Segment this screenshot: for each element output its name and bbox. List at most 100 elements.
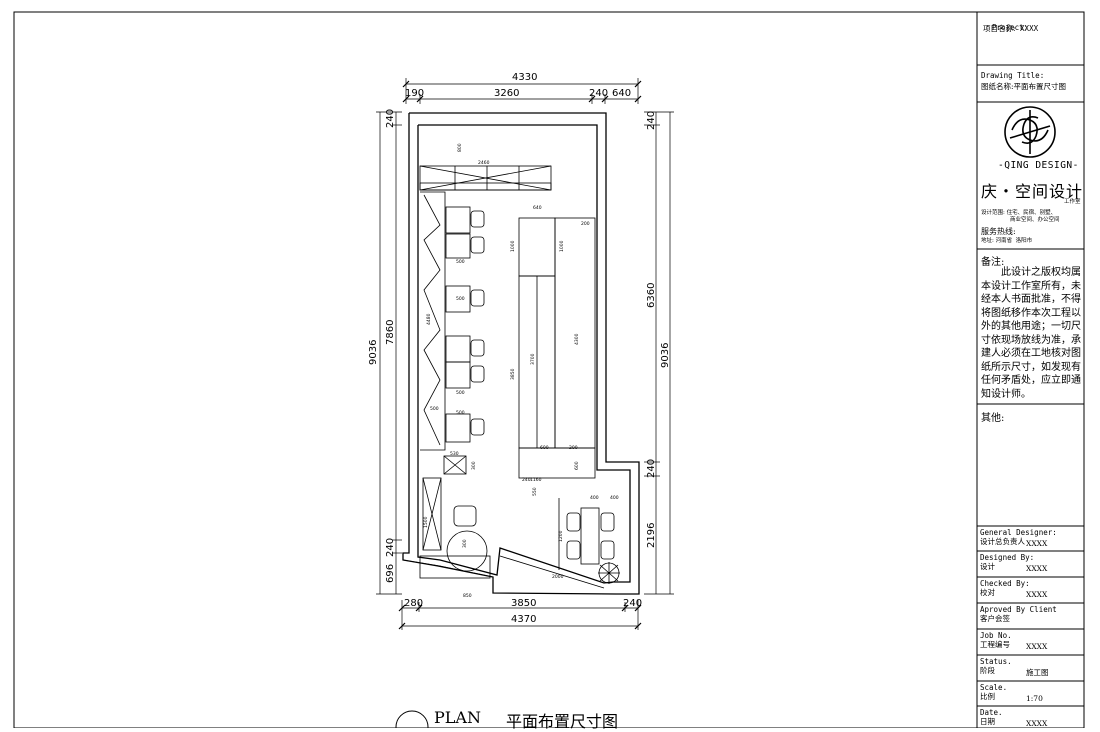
titleblock-row-value: XXXX xyxy=(1026,590,1048,599)
dim-right-c: 240 xyxy=(646,459,657,478)
titleblock-row-cn: 工程编号 xyxy=(980,640,1010,649)
diagonal-bench xyxy=(402,555,605,589)
plan-title: 平面布置尺寸图 xyxy=(506,712,619,731)
titleblock-row-label: Status. xyxy=(980,657,1012,666)
brand-logo xyxy=(1004,106,1056,158)
svg-text:1000: 1000 xyxy=(559,240,565,252)
dim-bottom-b: 3850 xyxy=(511,598,536,609)
plan-marker-circle xyxy=(395,710,429,728)
titleblock-row-cn: 设计总负责人 xyxy=(980,537,1025,546)
titleblock-row-label: General Designer: xyxy=(980,528,1057,537)
titleblock-row-cn: 阶段 xyxy=(980,666,995,675)
left-workstations xyxy=(420,191,471,451)
titleblock-row-cn: 比例 xyxy=(980,692,995,701)
dining-table xyxy=(558,498,615,570)
hotline: 服务热线: xyxy=(981,227,1016,236)
svg-text:1500: 1500 xyxy=(423,516,429,528)
titleblock-row-label: Designed By: xyxy=(980,553,1035,562)
dim-right-overall: 9036 xyxy=(660,343,671,368)
dim-top-b: 3260 xyxy=(494,88,519,99)
dim-right-b: 6360 xyxy=(646,283,657,308)
plan-label: PLAN xyxy=(434,708,481,727)
svg-text:640: 640 xyxy=(533,205,542,211)
svg-text:300: 300 xyxy=(471,461,477,470)
dimension-text-vertical: 9036 240 7860 240 696 240 6360 240 2196 … xyxy=(368,109,671,583)
plant-icon xyxy=(598,562,620,584)
dim-right-a: 240 xyxy=(646,111,657,130)
dim-right-d: 2196 xyxy=(646,523,657,548)
dim-left-overall: 9036 xyxy=(368,340,379,365)
dimension-lines xyxy=(376,78,674,630)
titleblock-row-value: XXXX xyxy=(1026,539,1048,548)
titleblock-grid xyxy=(977,64,1084,707)
svg-text:400: 400 xyxy=(590,495,599,501)
svg-text:4480: 4480 xyxy=(426,313,432,325)
svg-text:600: 600 xyxy=(574,461,580,470)
svg-text:300: 300 xyxy=(462,539,468,548)
titleblock-row-cn: 客户会签 xyxy=(980,614,1010,623)
svg-text:500: 500 xyxy=(456,259,465,265)
design-scope: 设计范围: 住宅、民宿、别墅、 xyxy=(981,210,1057,216)
svg-text:600: 600 xyxy=(540,445,549,451)
svg-text:4300: 4300 xyxy=(574,333,580,345)
building-walls xyxy=(402,112,640,595)
sheet-border xyxy=(13,11,1085,728)
svg-text:3850: 3850 xyxy=(510,368,516,380)
svg-text:3700: 3700 xyxy=(530,353,536,365)
other-title: 其他: xyxy=(981,413,1005,424)
notes-body: 此设计之版权均属本设计工作室所有，未经本人书面批准，不得将图纸移作本次工程以外的… xyxy=(981,267,1081,400)
titleblock-row-label: Scale. xyxy=(980,683,1008,692)
project-value: 项目名称: XXXX xyxy=(983,24,1039,33)
brand-name-en: -QING DESIGN- xyxy=(998,160,1079,171)
dim-bottom-c: 240 xyxy=(623,598,642,609)
dim-bottom-overall: 4370 xyxy=(511,614,536,625)
svg-text:200: 200 xyxy=(569,445,578,451)
titleblock-row-value: 施工图 xyxy=(1026,668,1049,677)
svg-text:800: 800 xyxy=(457,143,463,152)
titleblock-row-label: Checked By: xyxy=(980,579,1030,588)
titleblock-row-value: 1:70 xyxy=(1026,694,1043,703)
svg-text:500: 500 xyxy=(430,406,439,412)
svg-text:400: 400 xyxy=(610,495,619,501)
svg-text:200: 200 xyxy=(581,221,590,227)
titleblock-row-cn: 校对 xyxy=(980,588,995,597)
titleblock-row-value: XXXX xyxy=(1026,642,1048,651)
titleblock-row-value: XXXX xyxy=(1026,564,1048,573)
svg-text:1160: 1160 xyxy=(530,477,542,483)
drawing-title-label: Drawing Title: xyxy=(981,71,1045,80)
titleblock-row-label: Date. xyxy=(980,708,1003,717)
svg-text:2000: 2000 xyxy=(552,574,564,580)
dimension-text: 4330 190 3260 240 640 280 3850 240 4370 xyxy=(404,72,642,625)
svg-text:530: 530 xyxy=(450,451,459,457)
titleblock-row-cn: 日期 xyxy=(980,717,995,726)
top-cabinet xyxy=(419,165,552,191)
titleblock-row-cn: 设计 xyxy=(980,562,995,571)
dim-bottom-a: 280 xyxy=(404,598,423,609)
dim-left-a: 240 xyxy=(385,109,396,128)
svg-text:500: 500 xyxy=(456,296,465,302)
brand-name-cn: 庆・空间设计 xyxy=(981,182,1084,201)
notes-title: 备注: xyxy=(981,257,1005,268)
bottom-left-fixtures xyxy=(419,455,491,579)
central-island xyxy=(518,217,596,479)
titleblock-row-label: Job No. xyxy=(980,631,1012,640)
project-label: Project: xyxy=(992,23,1029,32)
drawing-title-value: 图纸名称:平面布置尺寸图 xyxy=(981,82,1067,91)
dimension-ticks xyxy=(398,80,642,630)
svg-text:2460: 2460 xyxy=(478,160,490,166)
dim-top-a: 190 xyxy=(405,88,424,99)
titleblock-row-label: Aproved By Client xyxy=(980,605,1057,614)
titleblock-row-value: XXXX xyxy=(1026,719,1048,728)
svg-text:500: 500 xyxy=(456,390,465,396)
dim-left-d: 696 xyxy=(385,564,396,583)
dim-top-d: 640 xyxy=(612,88,631,99)
svg-text:500: 500 xyxy=(456,410,465,416)
dim-top-overall: 4330 xyxy=(512,72,537,83)
svg-text:850: 850 xyxy=(463,593,472,599)
brand-sub: 工作室 xyxy=(1064,199,1081,205)
svg-text:550: 550 xyxy=(532,487,538,496)
workstation-chairs xyxy=(470,210,485,436)
design-scope-2: 商业空间、办公空间 xyxy=(1010,217,1060,223)
dim-left-c: 240 xyxy=(385,538,396,557)
